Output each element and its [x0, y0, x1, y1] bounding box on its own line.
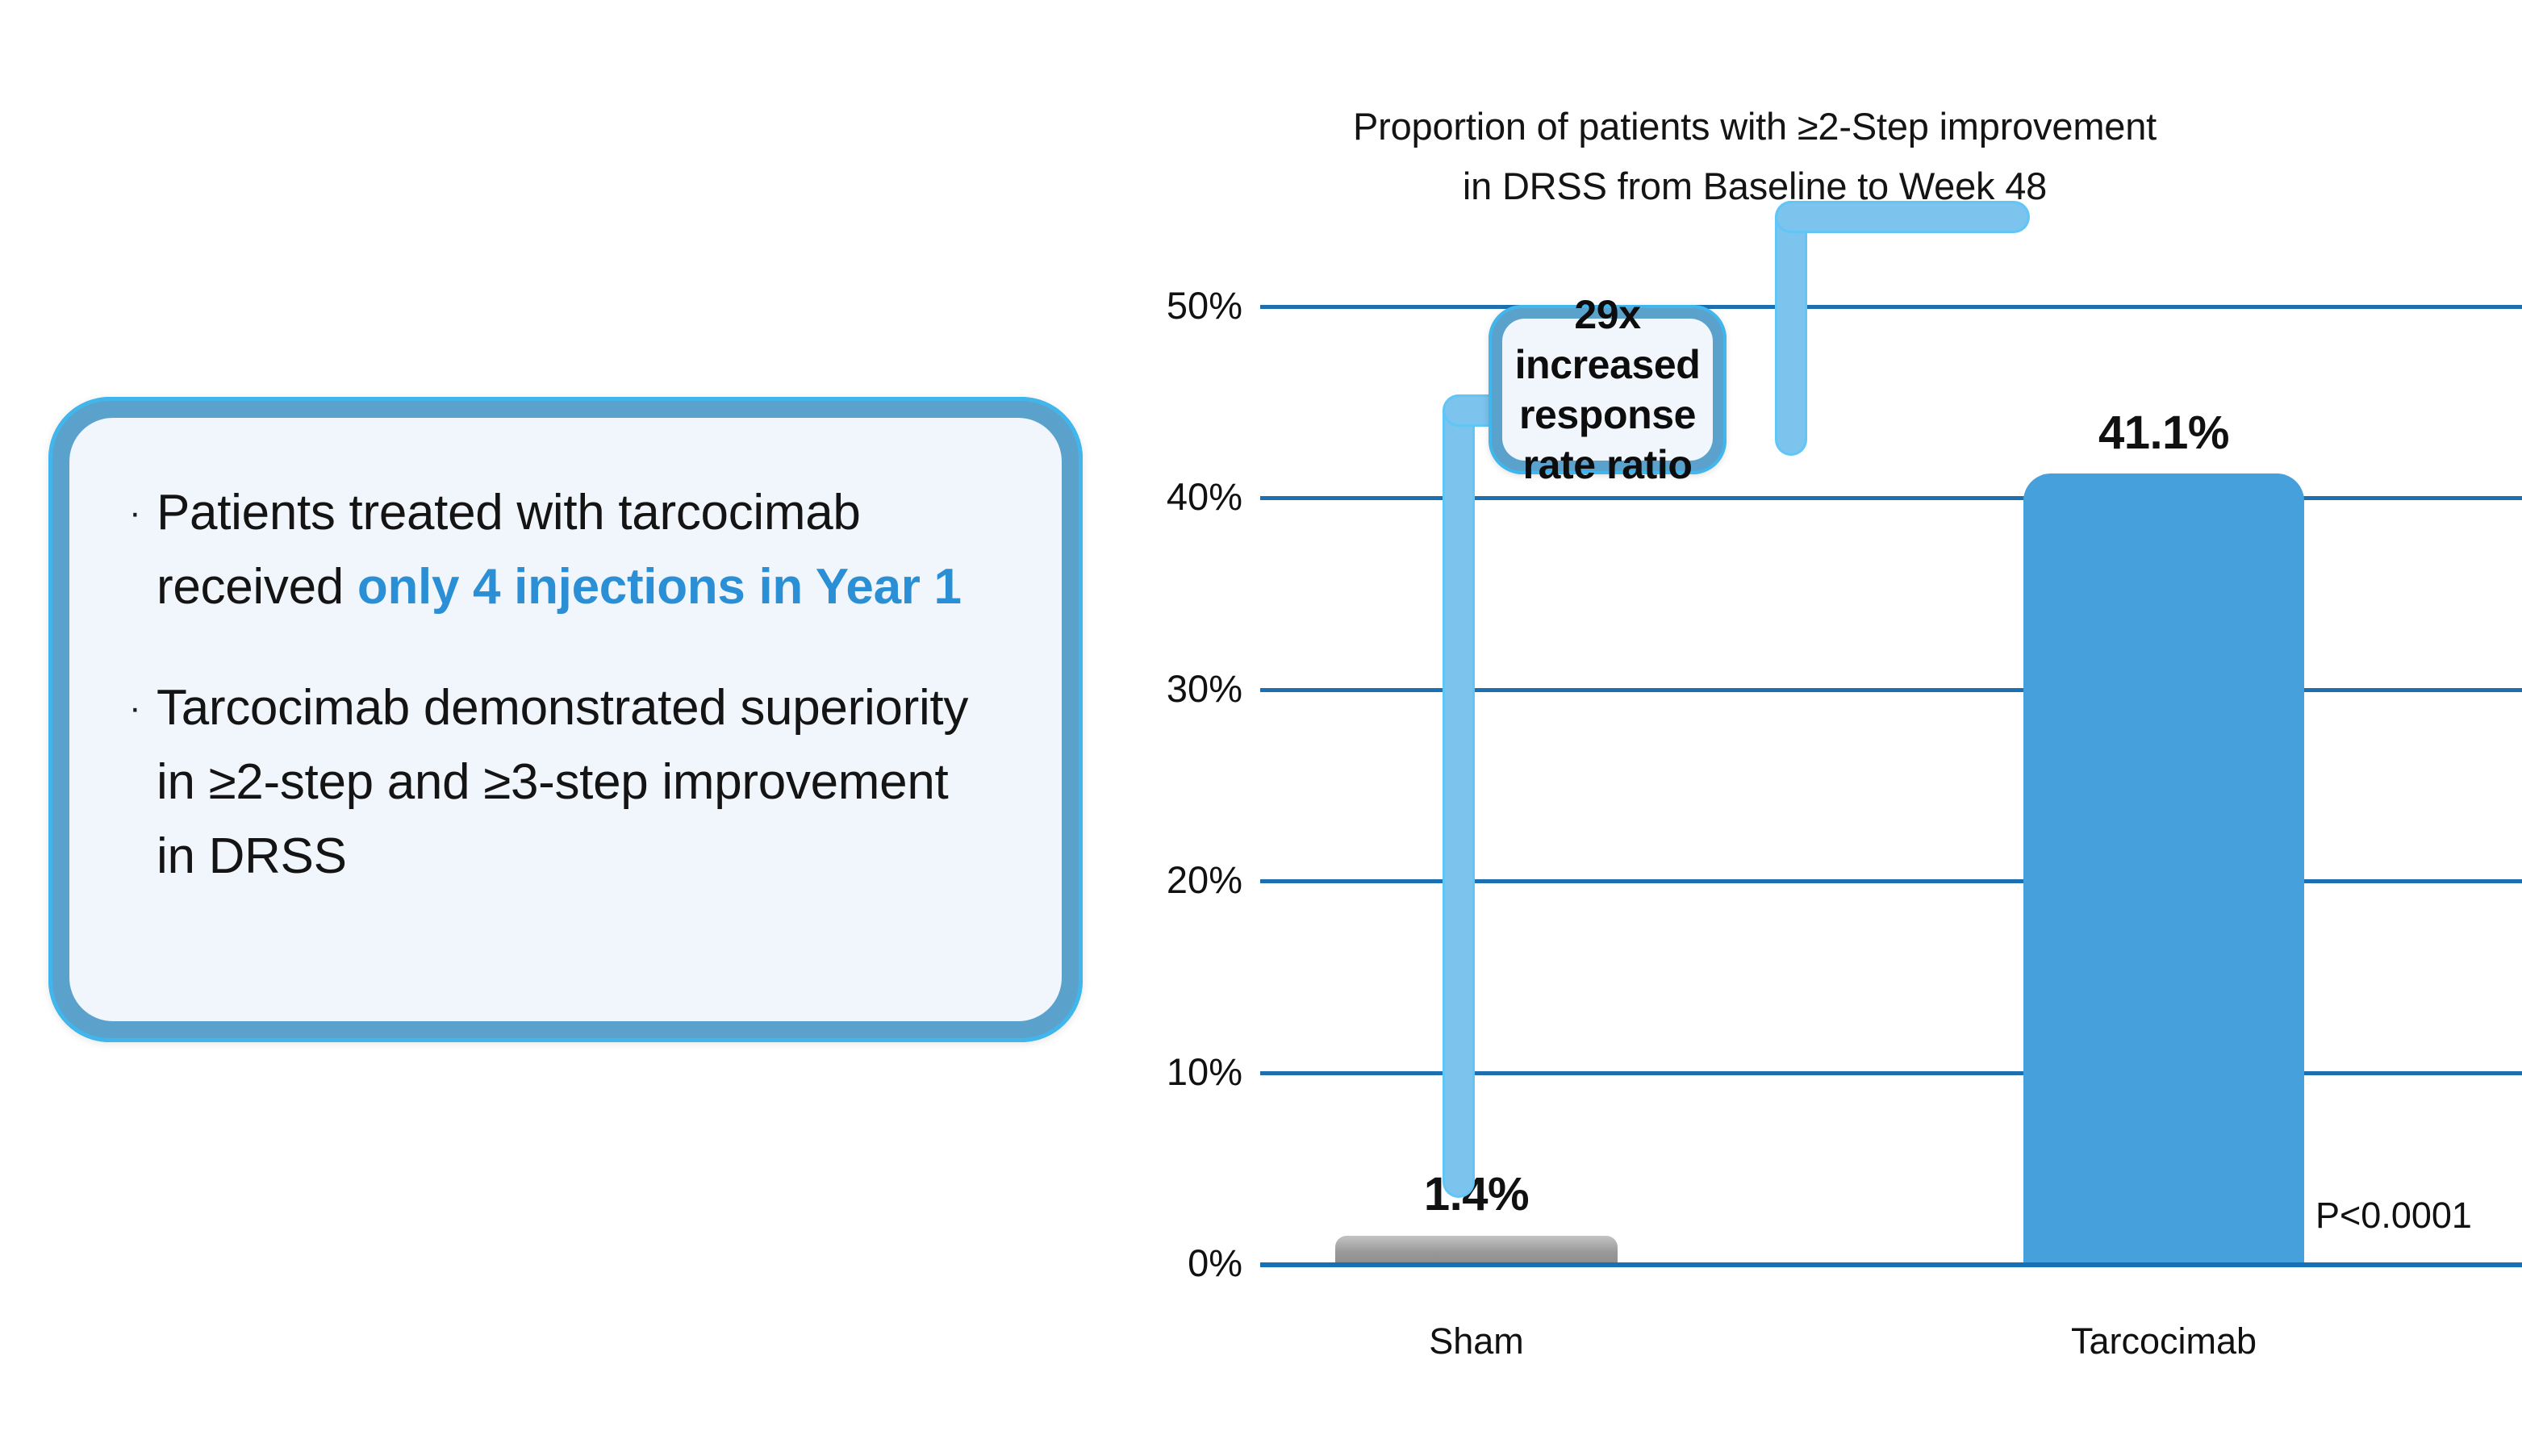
bar-value-tarcocimab: 41.1%: [2098, 407, 2229, 459]
bullet-text-plain: Tarcocimab demonstrated superiority in ≥…: [157, 680, 969, 884]
bullet-marker-icon: ·: [129, 493, 141, 532]
ratio-callout-card: 29x increased response rate ratio: [1489, 292, 1727, 487]
gridline-50: [1260, 305, 2522, 309]
gridline-30: [1260, 688, 2522, 692]
ytick-label-20: 20%: [1166, 858, 1242, 901]
connector-sham-vertical: [1445, 397, 1472, 1195]
list-item: · Patients treated with tarcocimab recei…: [126, 476, 984, 624]
ytick-label-50: 50%: [1166, 284, 1242, 327]
bullet-text: Patients treated with tarcocimab receive…: [157, 476, 984, 624]
chart-title-line-1: Proportion of patients with ≥2-Step impr…: [1352, 105, 2157, 148]
bullet-text-plain: Patients treated with tarcocimab receive…: [157, 485, 861, 615]
bullet-text-emphasis: only 4 injections in Year 1: [357, 559, 962, 615]
bar-sham[interactable]: [1335, 1236, 1618, 1262]
gridline-0: [1260, 1262, 2522, 1267]
category-label-sham: Sham: [1429, 1320, 1524, 1362]
p-value-label: P<0.0001: [2315, 1195, 2472, 1236]
gridline-20: [1260, 879, 2522, 883]
ytick-label-10: 10%: [1166, 1050, 1242, 1093]
ytick-label-40: 40%: [1166, 475, 1242, 518]
ratio-callout-body: 29x increased response rate ratio: [1502, 292, 1713, 487]
gridline-40: [1260, 496, 2522, 500]
bullet-text: Tarcocimab demonstrated superiority in ≥…: [157, 671, 984, 894]
bar-value-sham: 1.4%: [1423, 1168, 1530, 1220]
connector-tarcocimab-horizontal: [1777, 203, 2027, 231]
category-label-tarcocimab: Tarcocimab: [2070, 1320, 2257, 1362]
ytick-label-0: 0%: [1188, 1241, 1242, 1284]
connector-tarcocimab-vertical: [1777, 203, 1805, 453]
chart-title: Proportion of patients with ≥2-Step impr…: [1178, 97, 2332, 216]
bar-chart: Proportion of patients with ≥2-Step impr…: [1113, 32, 2522, 1456]
ratio-callout-text: 29x increased response rate ratio: [1514, 292, 1701, 487]
key-points-card: · Patients treated with tarcocimab recei…: [48, 397, 1083, 1042]
gridline-10: [1260, 1071, 2522, 1075]
list-item: · Tarcocimab demonstrated superiority in…: [126, 671, 984, 894]
chart-title-line-2: in DRSS from Baseline to Week 48: [1462, 165, 2048, 207]
ytick-label-30: 30%: [1166, 667, 1242, 710]
bullet-marker-icon: ·: [129, 688, 141, 728]
bar-tarcocimab[interactable]: [2023, 474, 2304, 1262]
key-points-card-body: · Patients treated with tarcocimab recei…: [69, 418, 1062, 1021]
